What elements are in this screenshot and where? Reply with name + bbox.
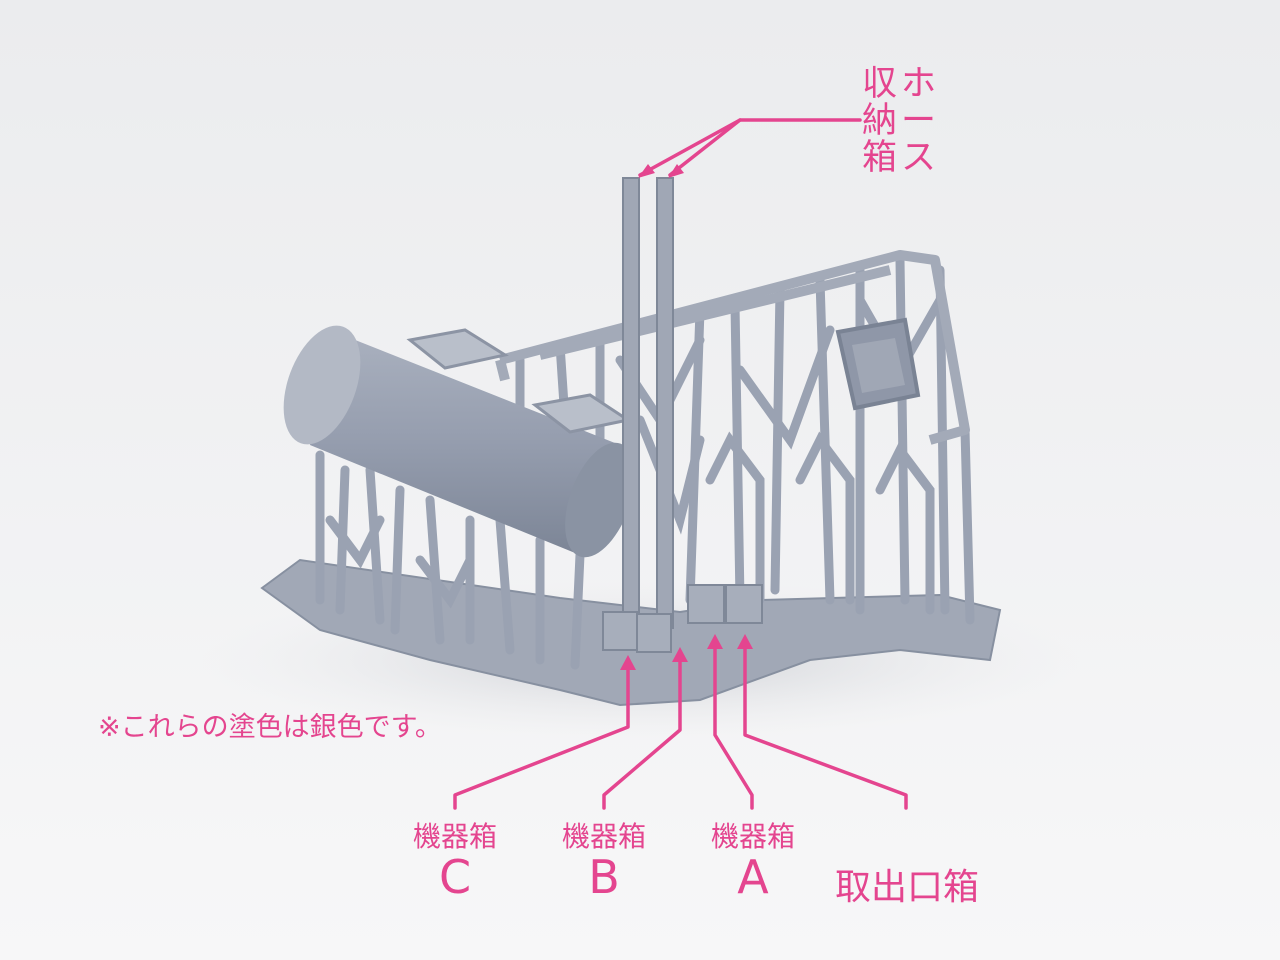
- equipment-box-a-title: 機器箱: [710, 820, 795, 853]
- equipment-boxes: [602, 584, 763, 653]
- equipment-box-b-title: 機器箱: [561, 820, 646, 853]
- cylindrical-tank: [283, 325, 635, 558]
- equipment-box-b-label: 機器箱 B: [539, 822, 669, 902]
- hose-box-label-right-column: ホース: [901, 66, 936, 176]
- equipment-box-b-letter: B: [588, 850, 620, 905]
- roof-hatch: [835, 317, 921, 411]
- hose-box-label: 収納箱ホース: [862, 66, 936, 176]
- hose-box-label-char: ホ: [901, 64, 937, 104]
- hose-box-label-char: 箱: [862, 137, 898, 178]
- equipment-box-c-title: 機器箱: [412, 820, 497, 853]
- support-lattice: [315, 255, 975, 670]
- outlet-box-label: 取出口箱: [835, 867, 980, 908]
- hose-box-label-char: 収: [862, 64, 898, 104]
- paint-note: ※これらの塗色は銀色です。: [98, 712, 442, 743]
- annotation-arrows: [453, 118, 908, 810]
- equipment-box-a-letter: A: [737, 850, 769, 905]
- roof-frame: [495, 250, 970, 445]
- hose-box-label-char: ー: [901, 100, 937, 141]
- hose-box-label-char: 納: [862, 100, 898, 141]
- equipment-box-c-label: 機器箱 C: [390, 822, 520, 902]
- annotation-arrowheads: [620, 164, 753, 670]
- hose-box-label-char: ス: [901, 137, 937, 178]
- hose-box-label-left-column: 収納箱: [862, 66, 897, 176]
- equipment-box-c-letter: C: [438, 850, 472, 905]
- equipment-box-a-label: 機器箱 A: [688, 822, 818, 902]
